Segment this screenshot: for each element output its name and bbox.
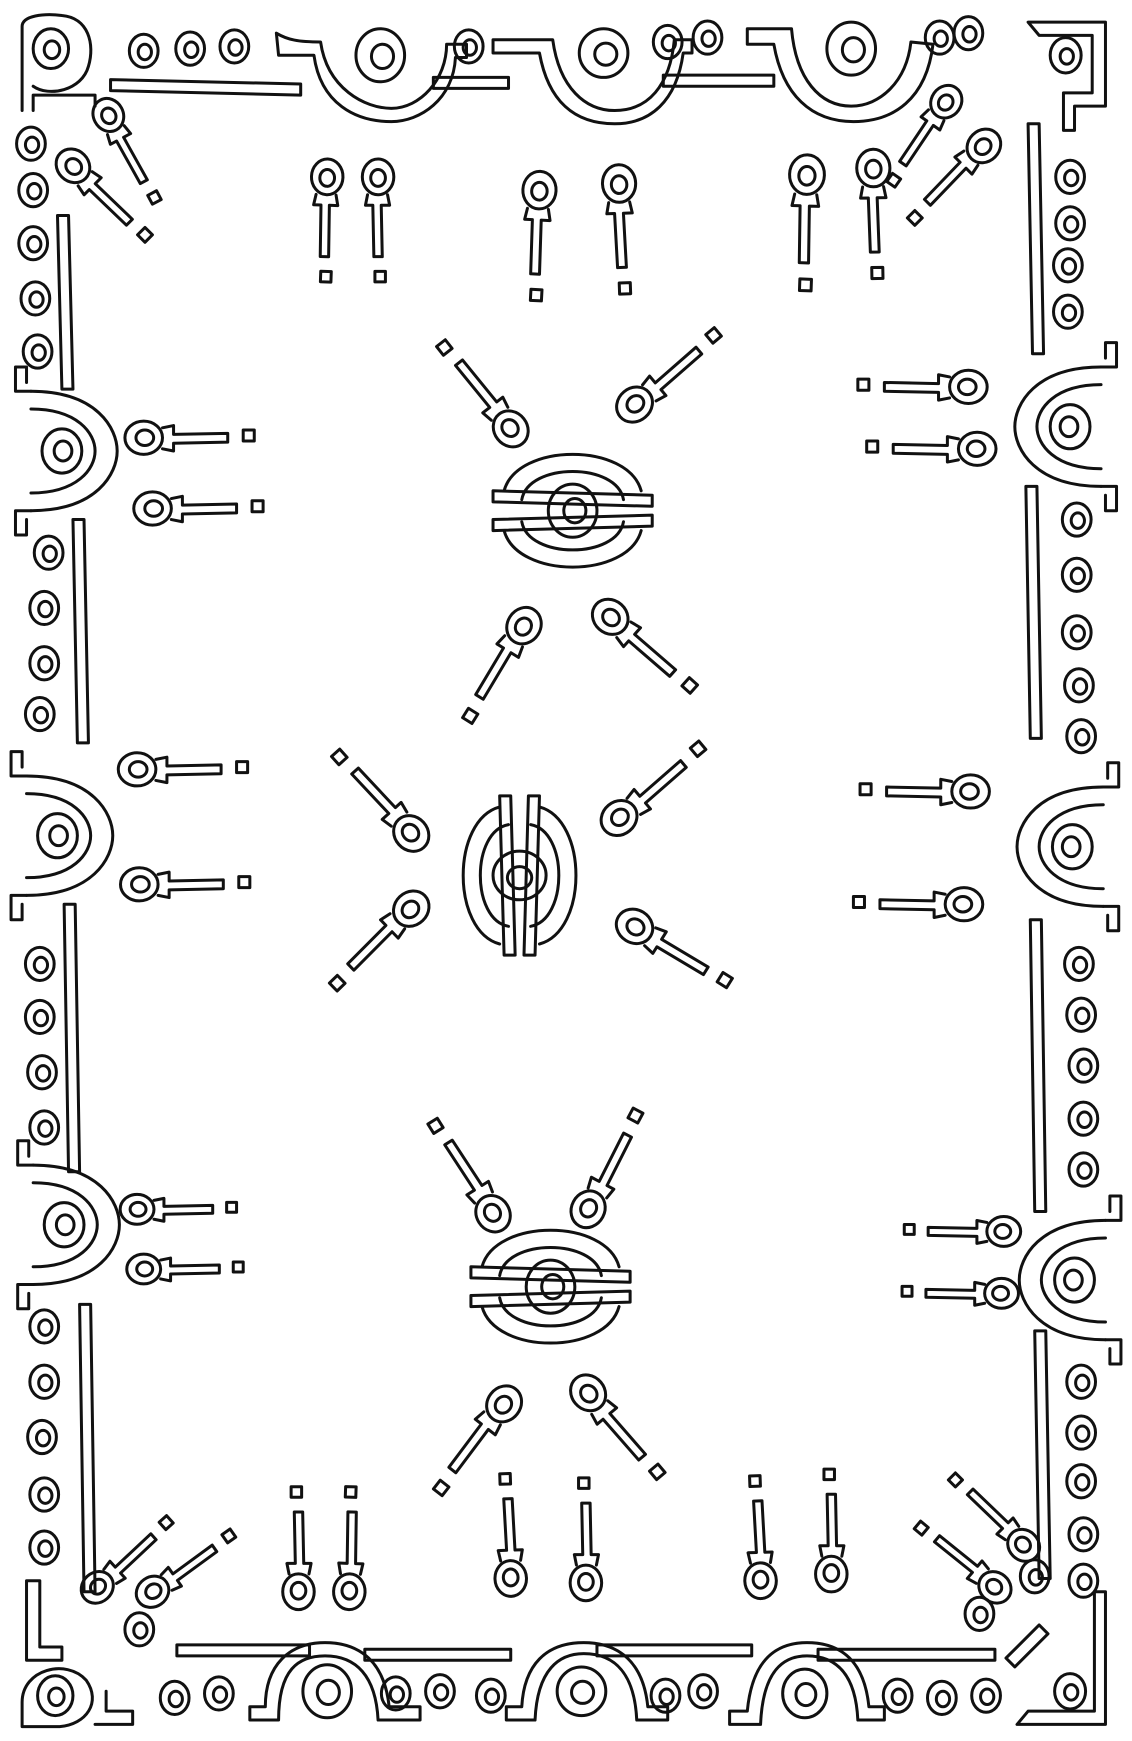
top-row-pegs [47,77,1010,304]
right-side-medallions [1013,341,1123,1366]
top-border [22,15,1105,131]
upper-cluster [427,319,732,730]
right-side-pegs [851,368,1023,1310]
lower-cluster [418,1102,674,1503]
middle-cluster [318,732,739,1001]
bottom-border [22,1558,1105,1727]
left-side-medallions [9,365,122,1311]
bottom-row-pegs [73,1462,1048,1616]
border-frame [57,75,1050,1660]
left-side-pegs [116,419,265,1286]
